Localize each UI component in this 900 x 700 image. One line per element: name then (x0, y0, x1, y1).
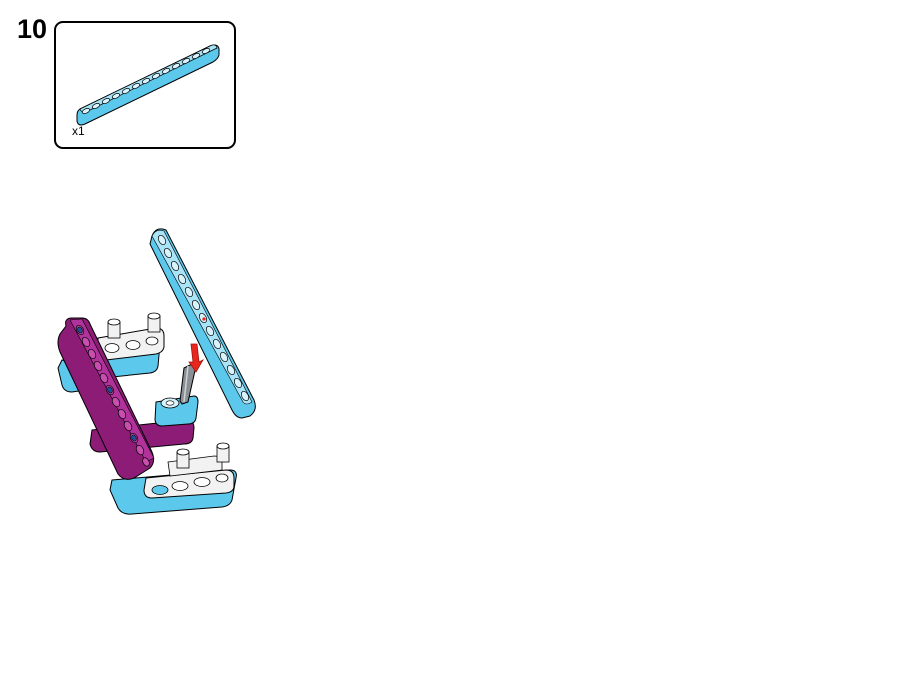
parts-beam (76, 44, 220, 126)
target-hole-marker (202, 317, 206, 321)
step-number: 10 (17, 14, 48, 44)
blue-pins (77, 326, 137, 442)
parts-callout: x1 (54, 21, 236, 149)
insert-arrow-icon (188, 343, 205, 373)
lower-white-connector (143, 442, 235, 499)
axle-bracket (154, 395, 199, 427)
upper-white-connector (97, 312, 165, 378)
new-azure-beam (149, 228, 256, 419)
part-quantity: x1 (72, 124, 85, 138)
magenta-long-beam (57, 317, 155, 480)
part-image-beam (76, 44, 220, 126)
